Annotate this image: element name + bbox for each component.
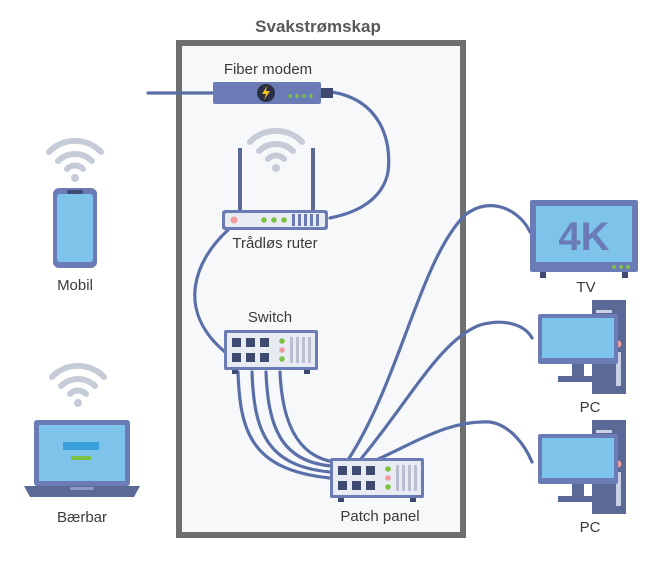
fiber-modem: Fiber modem (213, 61, 333, 104)
router-switch-cable (193, 228, 230, 354)
cables (146, 90, 534, 480)
network-switch: Switch (224, 309, 318, 374)
patch-pc-bottom-cable (370, 420, 534, 464)
wifi-icon (52, 366, 104, 407)
tv-label: TV (576, 279, 595, 296)
mobile-label: Mobil (57, 277, 93, 294)
switch-patch-cable-3 (264, 370, 334, 468)
switch-label: Switch (248, 309, 292, 326)
tv-screen-text: 4K (558, 215, 609, 259)
wifi-icon (49, 141, 101, 182)
switch-patch-cable-1 (236, 370, 332, 480)
patch-tv-cable (346, 204, 532, 462)
cabinet: Svakstrømskap (176, 17, 466, 538)
fiber-modem-label: Fiber modem (224, 61, 312, 78)
switch-patch-cable-4 (278, 370, 336, 464)
modem-router-cable (328, 90, 391, 220)
pc-icon (538, 420, 626, 514)
tv: 4K TV (530, 200, 638, 296)
patch-panel: Patch panel (330, 458, 424, 525)
pc-bottom-label: PC (580, 519, 601, 536)
laptop: Bærbar (24, 366, 140, 526)
router-antenna-right (311, 148, 315, 212)
pc-top-label: PC (580, 399, 601, 416)
router-antenna-left (238, 148, 242, 212)
patch-pc-top-cable (358, 320, 534, 462)
pc-top: PC (538, 300, 626, 416)
pc-icon (538, 300, 626, 394)
mobile: Mobil (49, 141, 101, 294)
router-label: Trådløs ruter (232, 235, 317, 252)
cabinet-title: Svakstrømskap (255, 17, 381, 36)
patch-panel-label: Patch panel (340, 508, 419, 525)
switch-patch-cable-2 (250, 370, 332, 474)
laptop-label: Bærbar (57, 509, 107, 526)
pc-bottom: PC (538, 420, 626, 536)
wireless-router: Trådløs ruter (222, 131, 328, 252)
